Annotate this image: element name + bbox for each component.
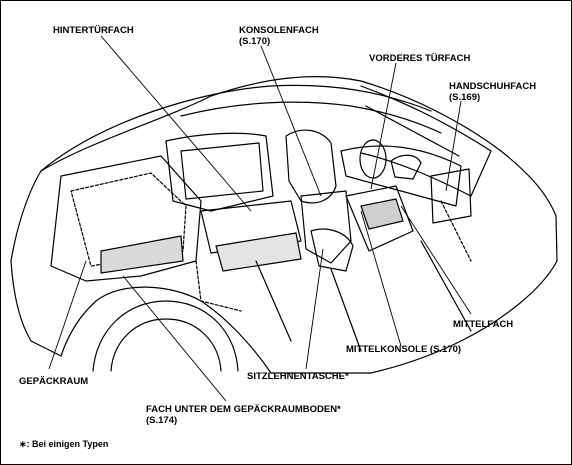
label-glove-box-text: HANDSCHUHFACH <box>449 81 537 92</box>
label-center-pocket: MITTELFACH <box>453 319 514 330</box>
center-console-shape <box>345 185 414 252</box>
label-rear-door-pocket: HINTERTÜRFACH <box>53 25 134 36</box>
rear-seat <box>165 132 274 212</box>
label-glove-box: HANDSCHUHFACH (S.169) <box>449 81 536 103</box>
cargo-opening-outline <box>50 155 202 282</box>
label-glove-box-ref: (S.169) <box>449 92 481 103</box>
label-front-door-pocket: VORDERES TÜRFACH <box>369 53 471 64</box>
car-body-outline <box>10 76 558 374</box>
front-seat-left <box>285 129 337 204</box>
label-cargo-floor-box-ref: (S.174) <box>146 415 178 426</box>
label-cargo-area: GEPÄCKRAUM <box>19 376 89 387</box>
label-console-pocket: KONSOLENFACH (S.170) <box>239 25 319 47</box>
label-center-console: MITTELKONSOLE (S.170) <box>346 344 462 355</box>
rear-wheel <box>92 300 239 372</box>
label-seatback-pocket: SITZLEHNENTASCHE* <box>247 371 349 382</box>
dashboard <box>340 145 462 207</box>
roof-line <box>40 84 432 172</box>
front-seat-right <box>300 190 352 264</box>
glove-box-shape <box>430 168 472 224</box>
label-cargo-floor-box-text: FACH UNTER DEM GEPÄCKRAUMBODEN* <box>146 404 341 415</box>
windshield-outline <box>360 85 492 197</box>
label-console-pocket-ref: (S.170) <box>239 36 271 47</box>
footnote: ∗: Bei einigen Typen <box>19 439 109 449</box>
label-console-pocket-text: KONSOLENFACH <box>239 25 319 36</box>
label-cargo-floor-box: FACH UNTER DEM GEPÄCKRAUMBODEN* (S.174) <box>146 404 341 426</box>
